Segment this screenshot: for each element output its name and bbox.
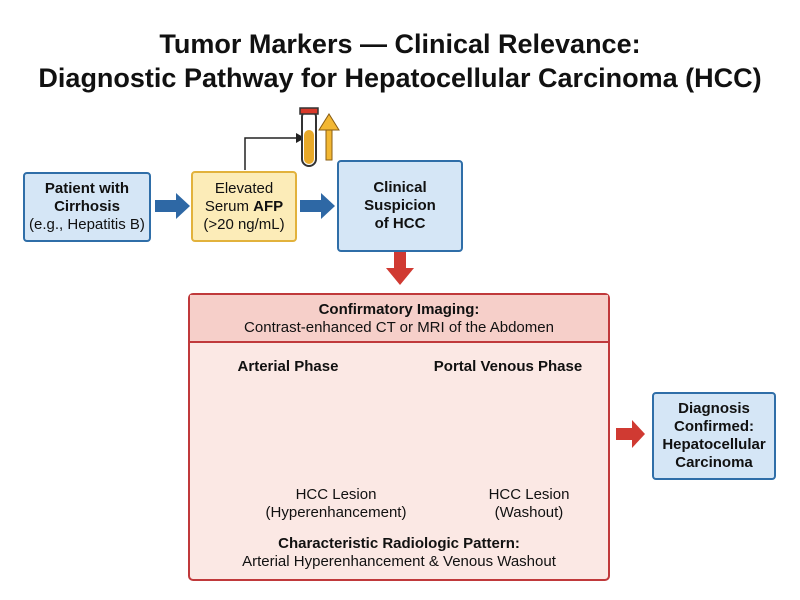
suspicion-line-1: Clinical [373,179,427,196]
portal-lesion-label: HCC Lesion [488,486,570,503]
afp-connector-arrowhead [296,133,305,143]
imaging-panel: Confirmatory Imaging: Contrast-enhanced … [188,293,610,581]
diagnosis-line-1: Diagnosis [678,400,750,417]
imaging-heading: Confirmatory Imaging: [318,301,480,318]
arterial-lesion-note: (Hyperenhancement) [265,504,407,521]
imaging-header: Confirmatory Imaging: Contrast-enhanced … [190,295,608,343]
afp-line-2-prefix: Serum [204,197,254,215]
afp-line-1: Elevated [214,179,274,197]
afp-line-3: (>20 ng/mL) [203,215,285,233]
diagnosis-line-2: Confirmed: [674,418,754,435]
diagnosis-line-3: Hepatocellular [662,436,766,453]
imaging-subheading: Contrast-enhanced CT or MRI of the Abdom… [244,319,554,336]
pattern-heading: Characteristic Radiologic Pattern: [278,535,520,552]
patient-line-2: Cirrhosis [54,198,120,215]
afp-box: Elevated Serum AFP (>20 ng/mL) [191,171,297,242]
up-arrow-icon [318,113,340,161]
diagnosis-box: Diagnosis Confirmed: Hepatocellular Carc… [652,392,776,480]
arterial-lesion-label: HCC Lesion [295,486,377,503]
title-line-1: Tumor Markers — Clinical Relevance: [159,29,641,59]
suspicion-line-2: Suspicion [364,197,436,214]
portal-phase-label: Portal Venous Phase [433,358,583,375]
afp-connector-line [244,137,296,170]
arrow-suspicion-to-imaging [386,252,414,285]
arrow-imaging-to-diagnosis [616,420,645,448]
afp-marker-name: AFP [253,197,284,215]
suspicion-line-3: of HCC [374,215,426,232]
pattern-text: Arterial Hyperenhancement & Venous Washo… [242,553,556,570]
diagnosis-line-4: Carcinoma [675,454,753,471]
afp-line-2: Serum AFP [205,198,283,216]
suspicion-box: Clinical Suspicion of HCC [337,160,463,252]
test-tube-icon [299,107,319,167]
title-line-2: Diagnostic Pathway for Hepatocellular Ca… [38,63,762,93]
portal-lesion-note: (Washout) [494,504,564,521]
arrow-patient-to-afp [155,193,190,219]
patient-line-3: (e.g., Hepatitis B) [29,216,145,233]
patient-line-1: Patient with [44,180,130,197]
arterial-phase-label: Arterial Phase [237,358,339,375]
patient-box: Patient with Cirrhosis (e.g., Hepatitis … [23,172,151,242]
arrow-afp-to-suspicion [300,193,335,219]
